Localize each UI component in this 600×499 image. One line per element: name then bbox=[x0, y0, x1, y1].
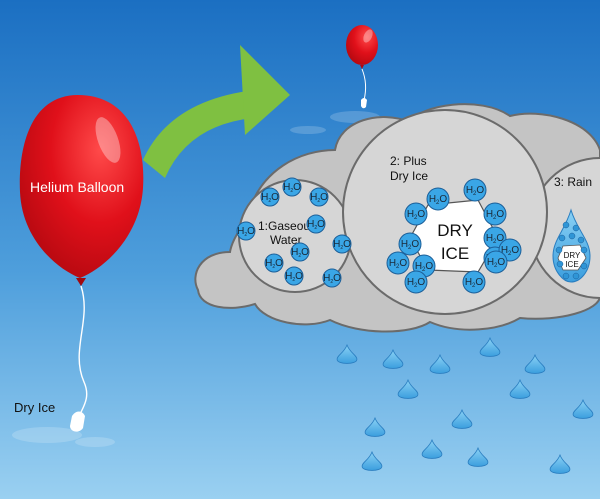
water-molecule-icon: H2O bbox=[426, 187, 450, 211]
water-molecule-label: H2O bbox=[283, 182, 301, 194]
raindrop-icon bbox=[509, 378, 531, 399]
water-molecule-label: H2O bbox=[310, 192, 328, 204]
water-molecule-label: H2O bbox=[291, 247, 309, 259]
raindrop-icon bbox=[382, 348, 404, 369]
water-molecule-label: H2O bbox=[466, 185, 485, 197]
raindrop-icon bbox=[479, 336, 501, 357]
step3-label: 3: Rain bbox=[554, 175, 592, 189]
raindrop-icon bbox=[336, 343, 358, 364]
water-molecule-icon: H2O bbox=[309, 187, 329, 207]
raindrop-icon bbox=[364, 416, 386, 437]
tiny-molecule-icon bbox=[580, 262, 588, 270]
water-molecule-icon: H2O bbox=[322, 268, 342, 288]
raindrop-icon bbox=[572, 398, 594, 419]
tiny-molecule-icon bbox=[580, 246, 588, 254]
tiny-molecule-icon bbox=[555, 246, 563, 254]
water-molecule-icon: H2O bbox=[404, 202, 428, 226]
water-molecule-icon: H2O bbox=[462, 270, 486, 294]
raindrop-icon bbox=[524, 353, 546, 374]
water-molecule-icon: H2O bbox=[284, 266, 304, 286]
water-molecule-icon: H2O bbox=[404, 270, 428, 294]
tiny-molecule-icon bbox=[556, 260, 564, 268]
tiny-molecule-icon bbox=[562, 221, 570, 229]
raindrop-icon bbox=[467, 446, 489, 467]
water-molecule-label: H2O bbox=[429, 194, 448, 206]
water-molecule-label: H2O bbox=[333, 239, 351, 251]
raindrop-icon bbox=[549, 453, 571, 474]
water-molecule-label: H2O bbox=[486, 209, 505, 221]
water-molecule-icon: H2O bbox=[260, 187, 280, 207]
water-molecule-icon: H2O bbox=[483, 226, 507, 250]
water-molecule-label: H2O bbox=[265, 258, 283, 270]
step2-label-line2: Dry Ice bbox=[390, 169, 428, 183]
tiny-molecule-icon bbox=[568, 232, 576, 240]
water-molecule-label: H2O bbox=[501, 245, 520, 257]
tiny-molecule-icon bbox=[558, 234, 566, 242]
dry-ice-block-line1: DRY bbox=[437, 221, 473, 240]
water-molecule-label: H2O bbox=[486, 233, 505, 245]
water-molecule-icon: H2O bbox=[398, 232, 422, 256]
raindrop-icon bbox=[361, 450, 383, 471]
water-molecule-label: H2O bbox=[465, 277, 484, 289]
raindrop-icon bbox=[397, 378, 419, 399]
water-molecule-icon: H2O bbox=[282, 177, 302, 197]
tiny-molecule-icon bbox=[577, 236, 585, 244]
balloon-label: Helium Balloon bbox=[30, 179, 124, 195]
step2-label-line1: 2: Plus bbox=[390, 154, 427, 168]
balloon-icon bbox=[19, 95, 144, 432]
water-molecule-label: H2O bbox=[415, 261, 434, 273]
dry-ice-block-line2: ICE bbox=[441, 244, 469, 263]
tiny-molecule-icon bbox=[572, 224, 580, 232]
water-molecule-label: H2O bbox=[407, 277, 426, 289]
water-molecule-icon: H2O bbox=[463, 178, 487, 202]
small-balloon-icon bbox=[346, 25, 378, 109]
raindrop-icon bbox=[421, 438, 443, 459]
water-molecule-label: H2O bbox=[407, 209, 426, 221]
drop-ice-line1: DRY bbox=[564, 251, 581, 260]
dry-ice-label: Dry Ice bbox=[14, 400, 55, 415]
curved-arrow-icon bbox=[143, 45, 290, 178]
water-molecule-icon: H2O bbox=[484, 250, 508, 274]
rain-drops bbox=[336, 336, 594, 474]
water-molecule-icon: H2O bbox=[236, 221, 256, 241]
water-molecule-icon: H2O bbox=[386, 251, 410, 275]
water-molecule-icon: H2O bbox=[483, 202, 507, 226]
water-molecule-icon: H2O bbox=[332, 234, 352, 254]
water-molecule-label: H2O bbox=[237, 226, 255, 238]
tiny-molecule-icon bbox=[572, 272, 580, 280]
tiny-molecule-icon bbox=[562, 272, 570, 280]
drop-ice-line2: ICE bbox=[565, 260, 578, 269]
step1-label-line1: 1:Gaseous bbox=[258, 219, 316, 233]
water-molecule-label: H2O bbox=[401, 239, 420, 251]
raindrop-icon bbox=[429, 353, 451, 374]
water-molecule-icon: H2O bbox=[306, 214, 326, 234]
water-molecule-label: H2O bbox=[261, 192, 279, 204]
water-molecule-label: H2O bbox=[389, 258, 408, 270]
water-molecule-icon: H2O bbox=[290, 242, 310, 262]
water-molecule-label: H2O bbox=[285, 271, 303, 283]
water-molecule-label: H2O bbox=[487, 257, 506, 269]
water-molecule-icon: H2O bbox=[264, 253, 284, 273]
water-molecule-label: H2O bbox=[323, 273, 341, 285]
step1-label-line2: Water bbox=[270, 233, 302, 247]
raindrop-icon bbox=[451, 408, 473, 429]
water-molecule-label: H2O bbox=[307, 219, 325, 231]
